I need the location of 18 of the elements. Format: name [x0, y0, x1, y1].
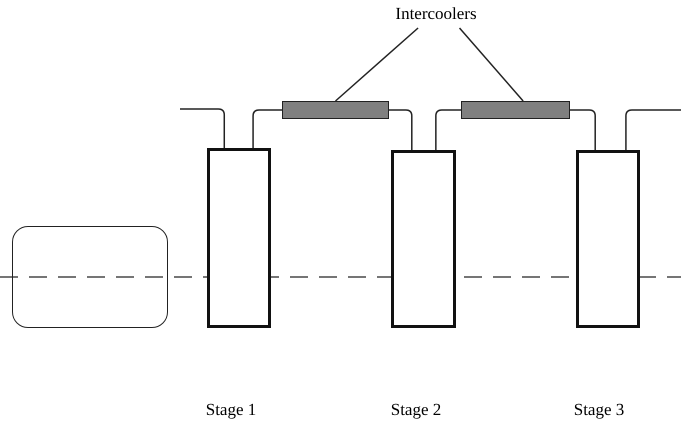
pipe-line — [389, 109, 413, 150]
compressor-stage — [391, 150, 456, 328]
pipe-line — [180, 108, 226, 148]
compressor-stage — [207, 148, 271, 328]
compressor-stage — [576, 150, 640, 328]
pipe-line — [435, 109, 461, 150]
rounded-box — [12, 226, 168, 328]
pipe-line — [570, 109, 596, 150]
pipe-line — [625, 109, 681, 150]
leader-line — [458, 28, 524, 102]
stage-label: Stage 2 — [390, 400, 442, 420]
intercooler-bar — [282, 101, 389, 119]
stage-label: Stage 3 — [572, 400, 626, 420]
leader-line — [335, 27, 419, 102]
callout-text: Intercoolers — [380, 4, 492, 24]
stage-label: Stage 1 — [204, 400, 258, 420]
intercooler-bar — [461, 101, 570, 119]
pipe-line — [252, 109, 282, 148]
